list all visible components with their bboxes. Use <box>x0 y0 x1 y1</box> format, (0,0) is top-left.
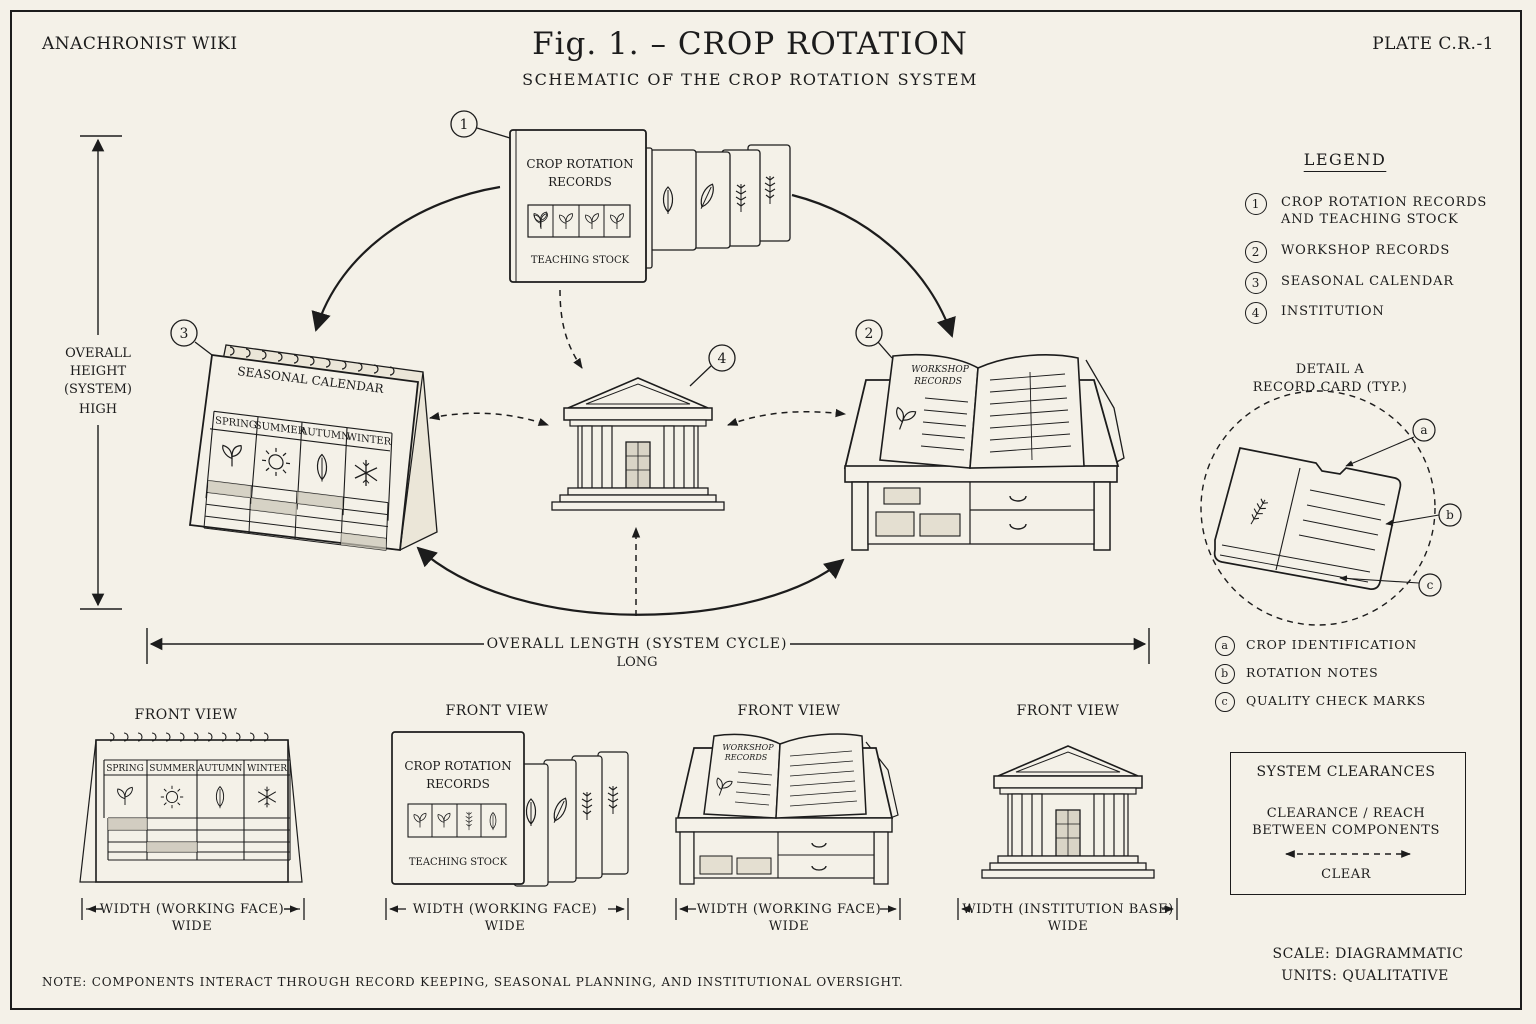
detail-subtitle: RECORD CARD (TYP.) <box>1252 380 1408 395</box>
figure-subtitle: SCHEMATIC OF THE CROP ROTATION SYSTEM <box>522 70 978 89</box>
footnote: NOTE: COMPONENTS INTERACT THROUGH RECORD… <box>42 975 904 989</box>
legend-title: LEGEND <box>1303 150 1387 169</box>
svg-text:c: c <box>1427 578 1434 592</box>
cycle-arrows <box>311 185 956 616</box>
front-view-workshop: WORKSHOP RECORDS <box>675 733 899 885</box>
callout-3: 3 <box>180 326 189 342</box>
system-clearances-box <box>1230 752 1466 895</box>
svg-text:TEACHING STOCK: TEACHING STOCK <box>409 857 508 868</box>
detail-title: DETAIL A <box>1295 362 1365 377</box>
records-illustration: CROP ROTATION RECORDS TEACHING STOCK <box>509 129 791 283</box>
workshop-illustration: WORKSHOP RECORDS <box>843 353 1125 551</box>
legend-number: 4 <box>1245 302 1267 324</box>
arrow-calendar-workshop <box>416 546 845 616</box>
width-value-workshop: WIDE <box>768 919 810 934</box>
svg-text:WINTER: WINTER <box>247 764 287 774</box>
width-label-workshop: WIDTH (WORKING FACE) <box>696 902 882 917</box>
records-title-2: RECORDS <box>548 175 612 189</box>
season-spring: SPRING <box>215 415 257 431</box>
svg-text:SUMMER: SUMMER <box>149 764 195 774</box>
callouts <box>170 110 893 387</box>
front-view-dimensions <box>81 898 1178 920</box>
plate-id: PLATE C.R.-1 <box>1372 34 1494 54</box>
clearances-title: SYSTEM CLEARANCES <box>1256 764 1436 780</box>
svg-text:AUTUMN: AUTUMN <box>197 764 243 774</box>
units-label: UNITS: QUALITATIVE <box>1281 968 1449 984</box>
front-view-institution <box>981 745 1155 879</box>
records-title-1: CROP ROTATION <box>526 157 633 171</box>
height-label-1: OVERALL <box>65 346 131 361</box>
svg-text:RECORDS: RECORDS <box>724 753 768 762</box>
clearances-line2: BETWEEN COMPONENTS <box>1252 823 1440 838</box>
legend-number: 1 <box>1245 193 1267 215</box>
workshop-title-2: RECORDS <box>913 377 962 387</box>
callout-2: 2 <box>865 326 874 342</box>
width-value-records: WIDE <box>484 919 526 934</box>
calendar-illustration: SEASONAL CALENDAR SPRING SUMMER AUTUMN W… <box>188 344 438 552</box>
front-view-label-workshop: FRONT VIEW <box>737 703 841 719</box>
length-dimension <box>146 628 1150 664</box>
callout-4: 4 <box>718 351 727 367</box>
callout-1: 1 <box>460 117 469 133</box>
legend-text: CROP ROTATION RECORDS <box>1281 195 1488 210</box>
figure-title: Fig. 1. – CROP ROTATION <box>532 26 968 62</box>
front-view-label-calendar: FRONT VIEW <box>134 707 238 723</box>
clearance-links <box>428 289 847 616</box>
legend-text: WORKSHOP RECORDS <box>1281 243 1451 258</box>
detail-a-illustration: a b c <box>1200 390 1462 626</box>
length-value: LONG <box>616 655 657 670</box>
front-view-records: CROP ROTATION RECORDS TEACHING STOCK <box>391 731 629 887</box>
legend-number: 2 <box>1245 241 1267 263</box>
height-label-3: (SYSTEM) <box>64 382 132 397</box>
records-footer: TEACHING STOCK <box>531 255 630 266</box>
site-name: ANACHRONIST WIKI <box>42 34 238 54</box>
svg-text:CROP ROTATION: CROP ROTATION <box>404 759 511 773</box>
front-view-label-records: FRONT VIEW <box>445 703 549 719</box>
workshop-title-1: WORKSHOP <box>911 365 970 375</box>
svg-text:a: a <box>1420 423 1427 437</box>
width-label-calendar: WIDTH (WORKING FACE) <box>99 902 285 917</box>
svg-text:WORKSHOP: WORKSHOP <box>722 743 774 752</box>
height-value: HIGH <box>79 402 117 417</box>
front-view-calendar: SPRING SUMMER AUTUMN WINTER <box>79 732 303 883</box>
height-dimension <box>80 135 122 610</box>
width-value-institution: WIDE <box>1047 919 1089 934</box>
svg-text:b: b <box>1446 508 1454 522</box>
svg-text:SPRING: SPRING <box>106 764 144 774</box>
width-label-records: WIDTH (WORKING FACE) <box>412 902 598 917</box>
clearances-value: CLEAR <box>1321 867 1371 882</box>
length-label: OVERALL LENGTH (SYSTEM CYCLE) <box>487 636 788 652</box>
svg-text:RECORDS: RECORDS <box>426 777 490 791</box>
height-label-2: HEIGHT <box>70 364 127 379</box>
legend-text: AND TEACHING STOCK <box>1281 212 1459 227</box>
legend-text: INSTITUTION <box>1281 304 1385 319</box>
scale-label: SCALE: DIAGRAMMATIC <box>1272 946 1464 962</box>
plate-border <box>10 10 1522 1010</box>
legend-number: 3 <box>1245 272 1267 294</box>
clearances-line1: CLEARANCE / REACH <box>1266 806 1426 821</box>
width-value-calendar: WIDE <box>171 919 213 934</box>
arrow-records-to-workshop <box>791 193 956 338</box>
institution-illustration <box>551 377 725 511</box>
legend-text: SEASONAL CALENDAR <box>1281 274 1454 289</box>
arrow-records-to-calendar <box>311 185 501 332</box>
width-label-institution: WIDTH (INSTITUTION BASE) <box>962 902 1174 917</box>
front-view-label-institution: FRONT VIEW <box>1016 703 1120 719</box>
